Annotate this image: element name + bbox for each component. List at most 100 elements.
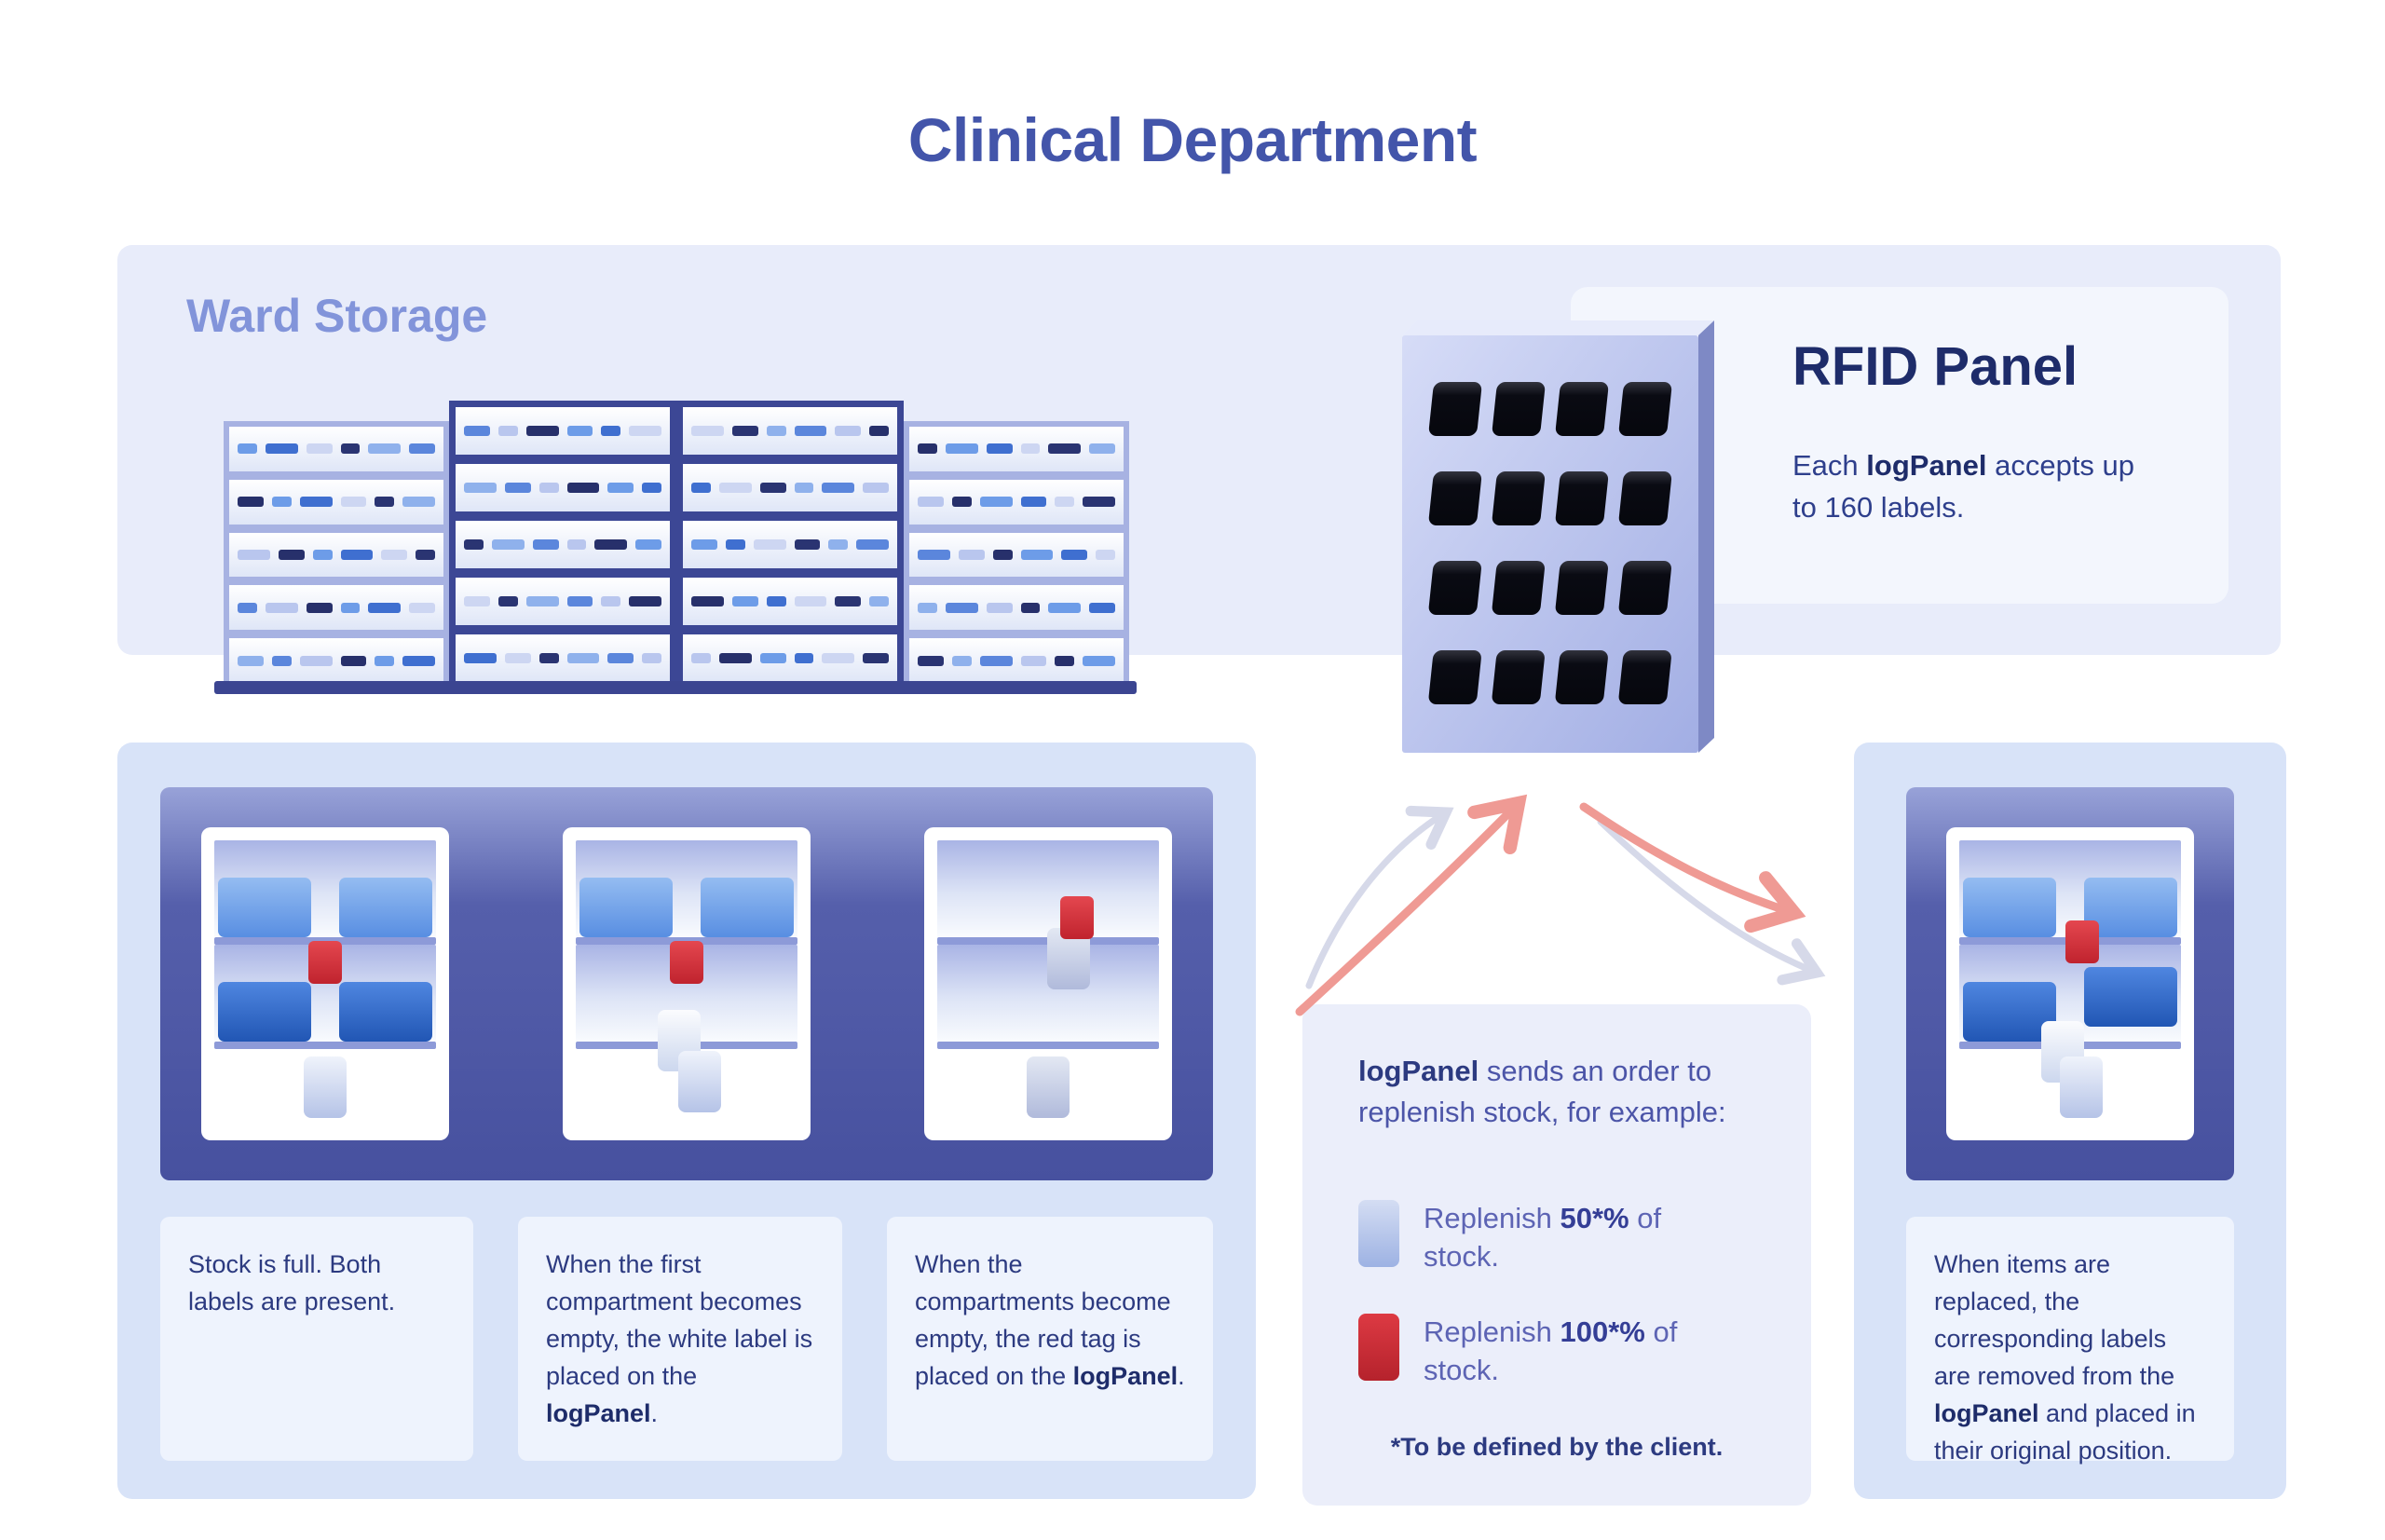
stock-box bbox=[1963, 878, 2056, 937]
bin-label-strip bbox=[607, 483, 634, 493]
stock-box bbox=[2084, 967, 2177, 1027]
bin-label-strip bbox=[691, 483, 711, 493]
bin-label-strip bbox=[238, 497, 264, 508]
rfid-tag bbox=[1428, 382, 1482, 436]
rfid-tag bbox=[1618, 382, 1672, 436]
bin-label-strip bbox=[642, 653, 661, 663]
stock-box bbox=[218, 982, 311, 1042]
bin-label-strip bbox=[863, 483, 889, 493]
shelf-row bbox=[456, 464, 670, 521]
bin-label-strip bbox=[794, 426, 827, 436]
shelf-row bbox=[456, 578, 670, 634]
rfid-tag bbox=[1555, 382, 1609, 436]
stage-card-empty bbox=[924, 827, 1172, 1140]
shelf-column-dark bbox=[449, 401, 676, 691]
shelf-row bbox=[229, 479, 443, 533]
rfid-description-bold: logPanel bbox=[1866, 449, 1987, 482]
rfid-panel-illustration bbox=[1402, 320, 1714, 753]
bin-label-strip bbox=[794, 483, 814, 493]
caption-pre: When items are replaced, the correspondi… bbox=[1934, 1250, 2175, 1390]
legend-bold: 100*% bbox=[1560, 1315, 1645, 1348]
rfid-tag bbox=[1555, 471, 1609, 525]
bin-label-strip bbox=[979, 655, 1013, 666]
bin-label-strip bbox=[766, 596, 786, 606]
bin-label-strip bbox=[1089, 443, 1115, 455]
rfid-description-pre: Each bbox=[1792, 449, 1867, 482]
rfid-tag-row bbox=[1428, 650, 1671, 704]
bin-label-strip bbox=[504, 653, 531, 663]
bin-label-strip bbox=[869, 596, 889, 606]
bin-label-strip bbox=[340, 655, 367, 666]
legend-pre: Replenish bbox=[1424, 1202, 1560, 1234]
bin-label-strip bbox=[1020, 602, 1041, 613]
bin-label-strip bbox=[856, 539, 889, 550]
flow-arrows bbox=[1295, 794, 1826, 1016]
legend-replenish-100: Replenish 100*% of stock. bbox=[1358, 1314, 1731, 1390]
bin-label-strip bbox=[238, 549, 270, 560]
bin-label-strip bbox=[271, 655, 292, 666]
shelf-row bbox=[909, 532, 1124, 586]
bin-label-strip bbox=[464, 483, 497, 493]
bin-label-strip bbox=[691, 539, 717, 550]
stage-caption-2: When the first compartment becomes empty… bbox=[518, 1217, 842, 1461]
stock-box bbox=[701, 878, 794, 937]
stock-box bbox=[339, 878, 432, 937]
stage-card-full-stock bbox=[201, 827, 449, 1140]
bin-label-strip bbox=[1083, 655, 1115, 666]
bin-label-strip bbox=[265, 443, 298, 455]
bin-label-strip bbox=[1048, 602, 1082, 613]
caption-post: . bbox=[1178, 1361, 1185, 1390]
bin-label-strip bbox=[375, 655, 395, 666]
bin-label-strip bbox=[951, 655, 972, 666]
bin-label-strip bbox=[828, 539, 849, 550]
bin-label-strip bbox=[945, 602, 978, 613]
shelf-column bbox=[904, 421, 1129, 691]
red-label-swatch bbox=[1358, 1314, 1399, 1381]
order-intro-rest: sends an order to replenish stock, for e… bbox=[1358, 1055, 1726, 1129]
bin-label-strip bbox=[718, 653, 752, 663]
bin-label-strip bbox=[525, 426, 559, 436]
legend-pre: Replenish bbox=[1424, 1315, 1560, 1348]
bin-label-strip bbox=[525, 596, 559, 606]
bin-label-strip bbox=[759, 483, 786, 493]
bin-label-strip bbox=[1048, 443, 1082, 455]
white-label bbox=[2060, 1056, 2103, 1118]
bin-label-strip bbox=[409, 602, 435, 613]
bin-label-strip bbox=[1096, 549, 1115, 560]
page-title: Clinical Department bbox=[907, 105, 1478, 174]
rfid-tag bbox=[1428, 471, 1482, 525]
arrow-up-gray bbox=[1305, 805, 1454, 989]
rfid-front-face bbox=[1402, 335, 1698, 753]
bin-label-strip bbox=[979, 497, 1013, 508]
bin-label-strip bbox=[464, 653, 497, 663]
bin-label-strip bbox=[299, 655, 333, 666]
replacement-caption: When items are replaced, the correspondi… bbox=[1906, 1217, 2234, 1465]
bin-label-strip bbox=[691, 596, 724, 606]
rfid-tag bbox=[1618, 471, 1672, 525]
stock-box bbox=[2084, 878, 2177, 937]
shelf-column bbox=[224, 421, 449, 691]
bin-label-strip bbox=[497, 426, 518, 436]
red-tag bbox=[670, 941, 703, 984]
bin-label-strip bbox=[1020, 443, 1041, 455]
rfid-tag bbox=[1618, 561, 1671, 615]
rfid-heading: RFID Panel bbox=[1792, 336, 2078, 397]
bin-label-strip bbox=[835, 426, 862, 436]
bin-label-strip bbox=[402, 655, 435, 666]
bin-label-strip bbox=[731, 426, 758, 436]
bin-label-strip bbox=[238, 443, 257, 455]
white-label bbox=[678, 1051, 721, 1112]
rfid-tag-row bbox=[1428, 382, 1672, 436]
legend-post: of stock. bbox=[1424, 1315, 1678, 1386]
blue-label-swatch bbox=[1358, 1200, 1399, 1267]
bin-label-strip bbox=[306, 443, 333, 455]
rfid-side-face bbox=[1698, 320, 1714, 753]
bin-label-strip bbox=[1055, 497, 1075, 508]
bin-label-strip bbox=[1083, 497, 1115, 508]
bin-label-strip bbox=[753, 539, 786, 550]
bin-label-strip bbox=[992, 549, 1013, 560]
bin-label-strip bbox=[299, 497, 333, 508]
bin-label-strip bbox=[416, 549, 435, 560]
rfid-tag bbox=[1428, 650, 1481, 704]
bin-label-strip bbox=[759, 653, 786, 663]
